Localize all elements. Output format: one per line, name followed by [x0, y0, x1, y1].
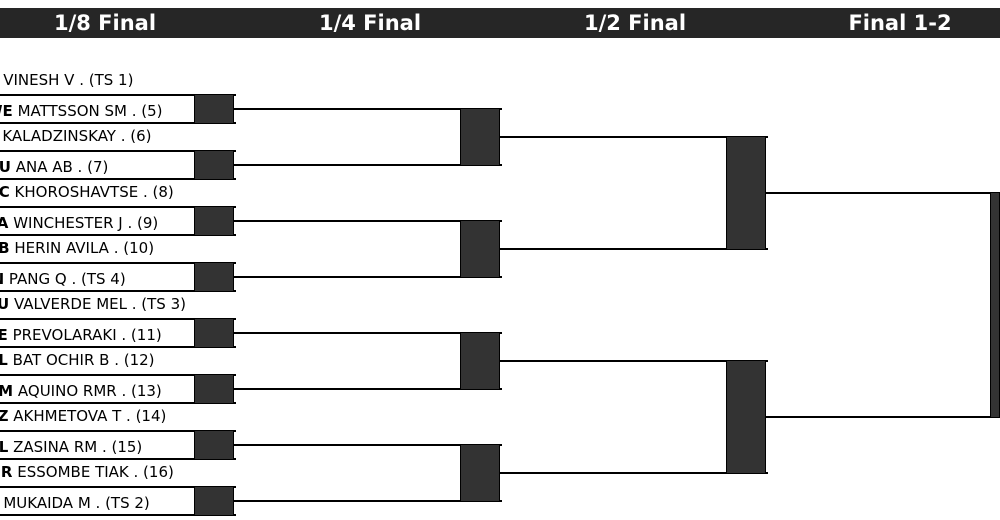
entry-code: IN	[0, 270, 4, 288]
bracket-line	[234, 108, 502, 110]
match-box	[194, 374, 234, 404]
entry-name: PREVOLARAKI . (11)	[12, 326, 162, 344]
round-title-semi-final: 1/2 Final	[583, 11, 687, 35]
bracket-line	[234, 164, 502, 166]
bracket-line	[0, 122, 236, 124]
match-box	[194, 430, 234, 460]
entry-16: N MUKAIDA M . (TS 2)	[0, 494, 240, 512]
entry-code: OU	[0, 158, 11, 176]
bracket-line	[234, 388, 502, 390]
entry-14: OL ZASINA RM . (15)	[0, 438, 240, 456]
entry-name: VALVERDE MEL . (TS 3)	[13, 295, 186, 313]
bracket-line	[500, 136, 768, 138]
bracket-line	[0, 402, 236, 404]
match-box	[460, 332, 500, 390]
bracket-line	[0, 178, 236, 180]
entry-name: VINESH V . (TS 1)	[3, 71, 134, 89]
entry-name: HERIN AVILA . (10)	[14, 239, 155, 257]
bracket-line	[0, 458, 236, 460]
entry-name: AKHMETOVA T . (14)	[13, 407, 167, 425]
entry-code: OC	[0, 183, 10, 201]
entry-code: RE	[0, 326, 8, 344]
match-box	[194, 206, 234, 236]
bracket-line	[0, 94, 236, 96]
entry-code: SA	[0, 214, 9, 232]
entry-code: MR	[0, 463, 13, 481]
bracket-line	[500, 472, 768, 474]
match-box	[460, 444, 500, 502]
bracket-line	[234, 220, 502, 222]
match-box	[990, 192, 1000, 418]
match-box	[726, 136, 766, 250]
entry-code: UB	[0, 239, 10, 257]
bracket-line	[0, 374, 236, 376]
entry-13: AZ AKHMETOVA T . (14)	[0, 407, 240, 425]
bracket-line	[0, 346, 236, 348]
entry-10: RE PREVOLARAKI . (11)	[0, 326, 240, 344]
match-box	[194, 94, 234, 124]
entry-4: OU ANA AB . (7)	[0, 158, 240, 176]
entry-name: WINCHESTER J . (9)	[13, 214, 159, 232]
bracket-line	[766, 416, 1000, 418]
bracket-line	[0, 486, 236, 488]
match-box	[194, 262, 234, 292]
entry-name: ANA AB . (7)	[15, 158, 109, 176]
entry-15: MR ESSOMBE TIAK . (16)	[0, 463, 240, 481]
match-box	[194, 318, 234, 348]
entry-name: ESSOMBE TIAK . (16)	[17, 463, 174, 481]
bracket-line	[500, 248, 768, 250]
entry-code: AZ	[0, 407, 9, 425]
round-title-eighth-final: 1/8 Final	[53, 11, 157, 35]
entry-code: CU	[0, 295, 10, 313]
entry-code: GL	[0, 351, 8, 369]
entry-6: SA WINCHESTER J . (9)	[0, 214, 240, 232]
match-box	[460, 108, 500, 166]
entry-name: ZASINA RM . (15)	[13, 438, 143, 456]
entry-code: OL	[0, 438, 9, 456]
bracket-line	[0, 430, 236, 432]
bracket-line	[234, 444, 502, 446]
round-title-quarter-final: 1/4 Final	[318, 11, 422, 35]
entry-name: AQUINO RMR . (13)	[17, 382, 162, 400]
bracket-line	[0, 262, 236, 264]
entry-7: UB HERIN AVILA . (10)	[0, 239, 240, 257]
bracket-line	[766, 192, 1000, 194]
match-box	[726, 360, 766, 474]
entry-code: UM	[0, 382, 14, 400]
match-box	[194, 150, 234, 180]
entry-9: CU VALVERDE MEL . (TS 3)	[0, 295, 240, 313]
entry-12: UM AQUINO RMR . (13)	[0, 382, 240, 400]
entry-name: PANG Q . (TS 4)	[8, 270, 126, 288]
entry-2: WE MATTSSON SM . (5)	[0, 102, 240, 120]
bracket-line	[500, 360, 768, 362]
entry-5: OC KHOROSHAVTSE . (8)	[0, 183, 240, 201]
entry-3: R KALADZINSKAY . (6)	[0, 127, 240, 145]
round-title-final: Final 1-2	[848, 11, 952, 35]
entry-name: MATTSSON SM . (5)	[17, 102, 163, 120]
entry-name: KHOROSHAVTSE . (8)	[14, 183, 174, 201]
entry-11: GL BAT OCHIR B . (12)	[0, 351, 240, 369]
match-box	[460, 220, 500, 278]
rounds-header: 1/8 Final 1/4 Final 1/2 Final Final 1-2	[0, 8, 1000, 38]
entry-name: MUKAIDA M . (TS 2)	[3, 494, 150, 512]
entry-name: KALADZINSKAY . (6)	[2, 127, 152, 145]
bracket-line	[0, 150, 236, 152]
bracket-line	[0, 514, 236, 516]
bracket-line	[234, 276, 502, 278]
bracket-line	[0, 234, 236, 236]
bracket-line	[234, 332, 502, 334]
bracket-line	[0, 206, 236, 208]
entry-1: D VINESH V . (TS 1)	[0, 71, 240, 89]
bracket-line	[234, 500, 502, 502]
entry-code: WE	[0, 102, 13, 120]
entry-name: BAT OCHIR B . (12)	[12, 351, 155, 369]
bracket-line	[0, 290, 236, 292]
entry-8: IN PANG Q . (TS 4)	[0, 270, 240, 288]
bracket-line	[0, 318, 236, 320]
match-box	[194, 486, 234, 516]
